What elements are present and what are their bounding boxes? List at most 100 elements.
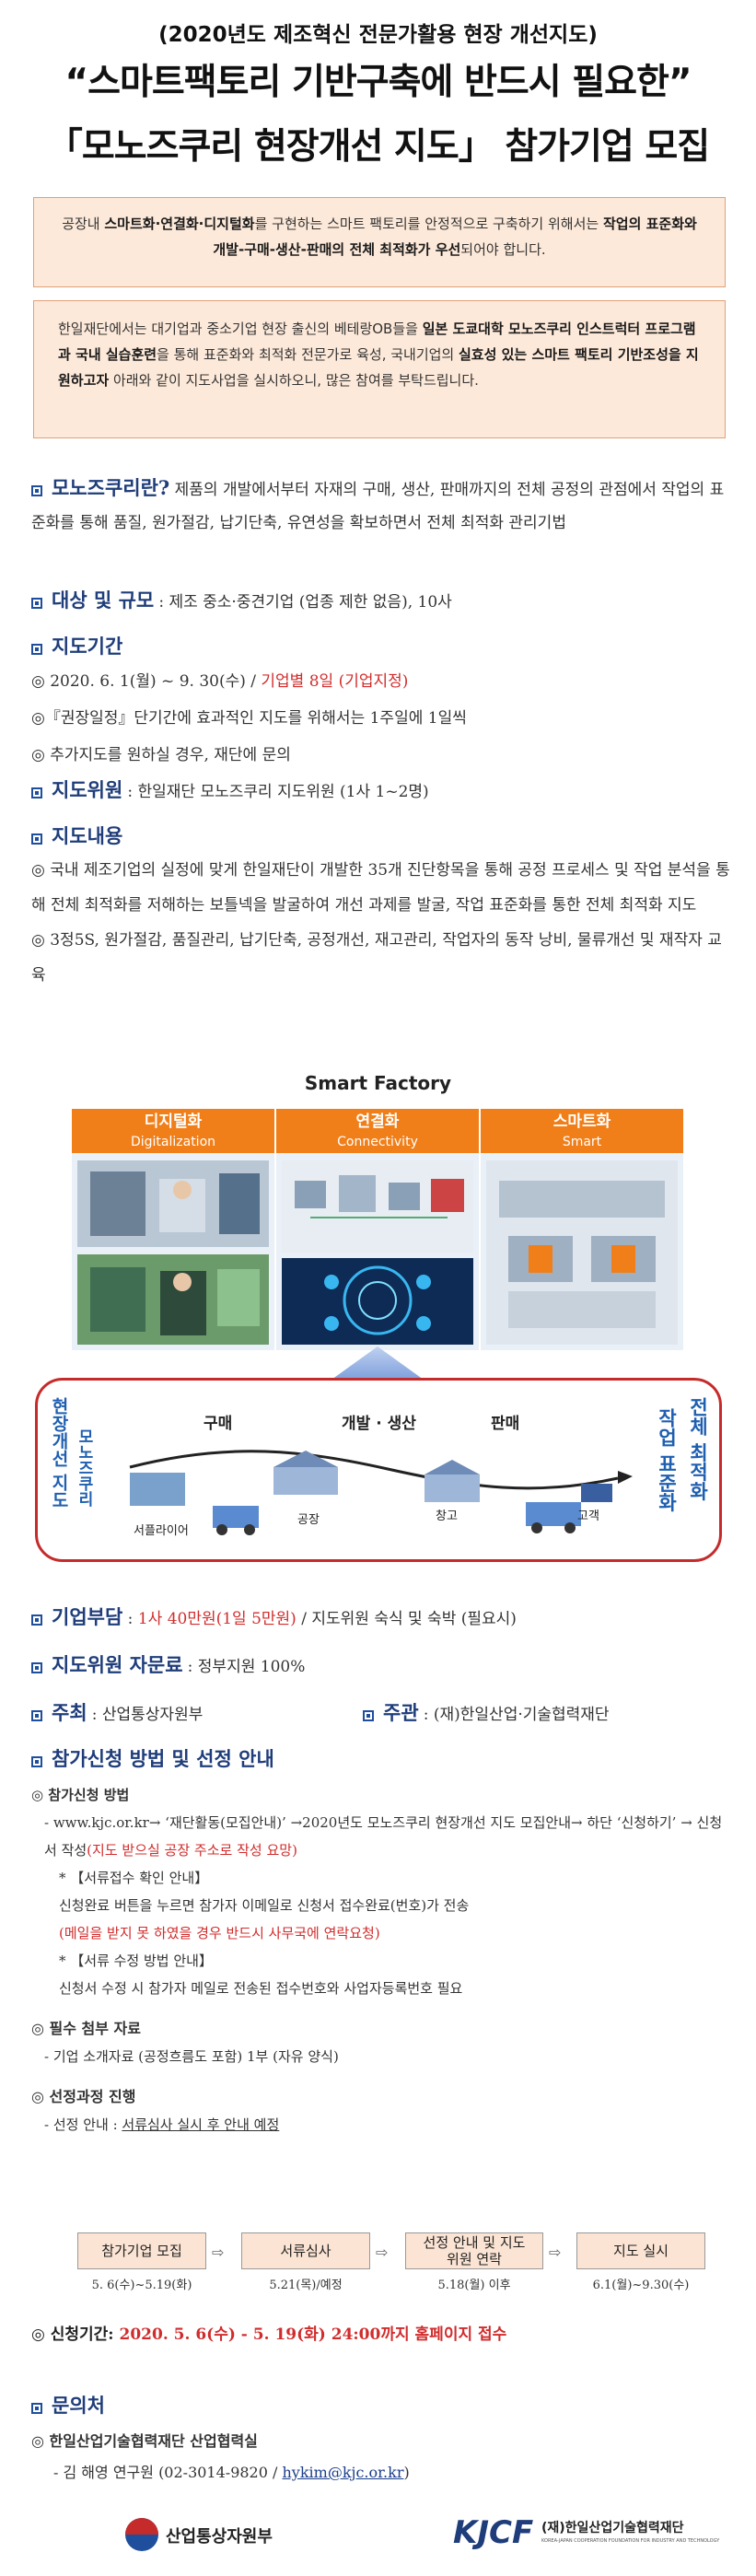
step-date: 5.18(월) 이후 — [437, 2279, 511, 2292]
bullet-square-icon — [31, 1661, 42, 1673]
apply-edit-heading: * 【서류 수정 방법 안내】 — [59, 1952, 213, 1969]
period-days: 기업별 8일 (기업지정) — [261, 672, 409, 691]
bullet-square-icon — [31, 1614, 42, 1626]
content-item: ◎ 3정5S, 원가절감, 품질관리, 납기단축, 공정개선, 재고관리, 작업… — [31, 931, 722, 985]
sf-column-header: 연결화 Connectivity — [276, 1109, 479, 1153]
foundation-name: (재)한일산업기술협력재단 — [541, 2521, 684, 2535]
sf-column-smart: 스마트화 Smart — [481, 1109, 683, 1350]
section-title: 주관 — [383, 1702, 419, 1724]
page-title: 「모노즈쿠리 현장개선 지도」 참가기업 모집 — [46, 126, 710, 168]
flow-left-label: 현장개선 지도 — [49, 1397, 69, 1509]
bullet-square-icon — [31, 1709, 42, 1721]
deadline: ◎ 신청기간: 2020. 5. 6(수) - 5. 19(화) 24:00까지… — [31, 2321, 731, 2344]
bullet-square-icon — [31, 597, 42, 609]
section-title: 지도위원 — [52, 779, 123, 801]
sf-column-header: 디지털화 Digitalization — [72, 1109, 274, 1153]
sf-column-header: 스마트화 Smart — [481, 1109, 683, 1153]
node-customer: 고객 — [577, 1509, 599, 1523]
cost-amount: 1사 40만원(1일 5만원) — [137, 1610, 297, 1628]
apply-confirm-heading: * 【서류접수 확인 안내】 — [59, 1870, 209, 1886]
step-date: 5.21(목)/예정 — [269, 2279, 343, 2292]
bullet-square-icon — [31, 833, 42, 845]
intro2-emphasis: 실효성 있는 스마트 팩토리 기반조성을 지원하고자 — [58, 346, 699, 389]
sf-col-en: Connectivity — [337, 1135, 418, 1149]
deadline-label: ◎ 신청기간: — [31, 2325, 120, 2344]
node-supplier: 서플라이어 — [134, 1524, 189, 1538]
sf-col-ko: 디지털화 — [144, 1113, 203, 1131]
section-desc: : 정부지원 100% — [187, 1658, 306, 1676]
contact-org: ◎ 한일산업기술협력재단 산업협력실 — [31, 2432, 258, 2450]
apply-steps: - www.kjc.or.kr→ ‘재단활동(모집안내)’ →2020년도 모노… — [44, 1814, 723, 1859]
bullet-square-icon — [31, 643, 42, 655]
smart-factory-illustration — [486, 1160, 678, 1345]
apply-edit-text: 신청서 수정 시 참가자 메일로 전송된 접수번호와 사업자등록번호 필요 — [59, 1980, 463, 1997]
footer: 산업통상자원부 KJCF (재)한일산업기술협력재단 KOREA-JAPAN C… — [0, 2492, 756, 2576]
node-warehouse: 창고 — [436, 1509, 458, 1523]
arrow-right-icon: ⇨ — [376, 2244, 389, 2261]
section-title: 지도내용 — [52, 825, 123, 847]
section-period: 지도기간 ◎ 2020. 6. 1(월) ~ 9. 30(수) / 기업별 8일… — [31, 632, 731, 774]
sf-col-ko: 연결화 — [355, 1113, 400, 1131]
contact-person: ) — [403, 2464, 410, 2481]
section-contact: 문의처 ◎ 한일산업기술협력재단 산업협력실 - 김 해영 연구원 (02-30… — [31, 2391, 731, 2489]
stage-production: 개발 · 생산 — [342, 1415, 416, 1433]
period-recommend: ◎『권장일정』단기간에 효과적인 지도를 위해서는 1주일에 1일씩 — [31, 709, 467, 728]
header-headline: “스마트팩토리 기반구축에 반드시 필요한” — [64, 62, 692, 103]
section-cost: 기업부담 : 1사 40만원(1일 5만원) / 지도위원 숙식 및 숙박 (필… — [31, 1603, 731, 1630]
process-flow-diagram: 현장개선 지도 모노즈쿠리 전체 최적화 작업 표준화 구매 개발 · 생산 판… — [35, 1378, 722, 1562]
section-apply: 참가신청 방법 및 선정 안내 ◎ 참가신청 방법 - www.kjc.or.k… — [31, 1744, 731, 2139]
section-fee: 지도위원 자문료 : 정부지원 100% — [31, 1650, 731, 1678]
section-title: 문의처 — [52, 2395, 105, 2417]
attachments-heading: ◎ 필수 첨부 자료 — [31, 2020, 141, 2037]
arrow-right-icon: ⇨ — [212, 2244, 225, 2261]
stage-sales: 판매 — [491, 1415, 520, 1433]
section-target: 대상 및 규모 : 제조 중소·중견기업 (업종 제한 없음), 10사 — [31, 586, 731, 613]
poster-header: (2020년도 제조혁신 전문가활용 현장 개선지도) “스마트팩토리 기반구축… — [0, 0, 756, 184]
step-date: 5. 6(수)~5.19(화) — [91, 2279, 192, 2292]
intro2-text: 한일재단에서는 대기업과 중소기업 현장 출신의 베테랑OB들을 — [58, 321, 423, 337]
bullet-square-icon — [31, 2402, 42, 2414]
section-desc: 제품의 개발에서부터 자재의 구매, 생산, 판매까지의 전체 공정의 관점에서… — [31, 481, 725, 532]
intro1-emphasis: 스마트화·연결화·디지털화 — [104, 216, 255, 232]
contact-person: - 김 해영 연구원 (02-3014-9820 / — [53, 2464, 283, 2481]
ministry-logo-icon — [125, 2518, 158, 2551]
sf-col-en: Digitalization — [130, 1135, 216, 1149]
intro-box-1: 공장내 스마트화·연결화·디지털화를 구현하는 스마트 팩토리를 안정적으로 구… — [33, 197, 726, 287]
section-desc: : 한일재단 모노즈쿠리 지도위원 (1사 1~2명) — [127, 783, 429, 801]
section-desc: : 산업통상자원부 — [91, 1706, 204, 1724]
content-item: ◎ 국내 제조기업의 실정에 맞게 한일재단이 개발한 35개 진단항목을 통해… — [31, 861, 730, 915]
section-title: 참가신청 방법 및 선정 안내 — [52, 1748, 274, 1770]
ministry-name: 산업통상자원부 — [166, 2527, 273, 2547]
deadline-value: 2020. 5. 6(수) - 5. 19(화) 24:00까지 홈페이지 접수 — [119, 2325, 507, 2344]
factory-worker-photo — [77, 1160, 269, 1345]
apply-address-note: (지도 받으실 공장 주소로 작성 요망) — [87, 1842, 297, 1859]
bullet-square-icon — [31, 787, 42, 798]
apply-method-heading: ◎ 참가신청 방법 — [31, 1787, 130, 1803]
intro1-text: 되어야 합니다. — [460, 241, 546, 258]
section-desc: : — [122, 1610, 138, 1628]
section-title: 지도위원 자문료 — [52, 1654, 183, 1676]
selection-text: - 선정 안내 : — [44, 2116, 122, 2133]
intro2-text: 을 통해 표준화와 최적화 전문가로 육성, 국내기업의 — [157, 346, 459, 363]
sf-col-en: Smart — [562, 1135, 602, 1149]
step-box: 서류심사 — [241, 2232, 370, 2269]
section-title: 기업부담 — [52, 1606, 123, 1628]
intro2-emphasis: 일본 도쿄대학 모노즈쿠리 인스트럭터 프로그램과 국내 실습훈련 — [58, 321, 696, 363]
step-date: 6.1(월)~9.30(수) — [592, 2279, 690, 2292]
step-box: 참가기업 모집 — [77, 2232, 206, 2269]
section-title: 지도기간 — [52, 635, 123, 658]
intro1-emphasis: 작업의 표준화와 개발-구매-생산-판매의 전체 최적화가 우선 — [213, 216, 697, 258]
intro1-text: 를 구현하는 스마트 팩토리를 안정적으로 구축하기 위해서는 — [254, 216, 603, 232]
supply-chain-graphic — [129, 1450, 633, 1535]
kjcf-logo: KJCF — [453, 2514, 534, 2551]
step-box: 지도 실시 — [576, 2232, 705, 2269]
contact-email-link[interactable]: hykim@kjc.or.kr — [282, 2464, 404, 2481]
selection-heading: ◎ 선정과정 진행 — [31, 2088, 136, 2105]
section-title: 모노즈쿠리란? — [52, 476, 170, 499]
bullet-square-icon — [363, 1709, 374, 1721]
flow-left-sub: 모노즈쿠리 — [75, 1428, 93, 1507]
foundation-name-en: KOREA-JAPAN COOPERATION FOUNDATION FOR I… — [541, 2538, 720, 2544]
intro1-text: 공장내 — [62, 216, 105, 232]
stage-purchase: 구매 — [204, 1415, 233, 1433]
section-desc: : 제조 중소·중견기업 (업종 제한 없음), 10사 — [158, 593, 452, 612]
